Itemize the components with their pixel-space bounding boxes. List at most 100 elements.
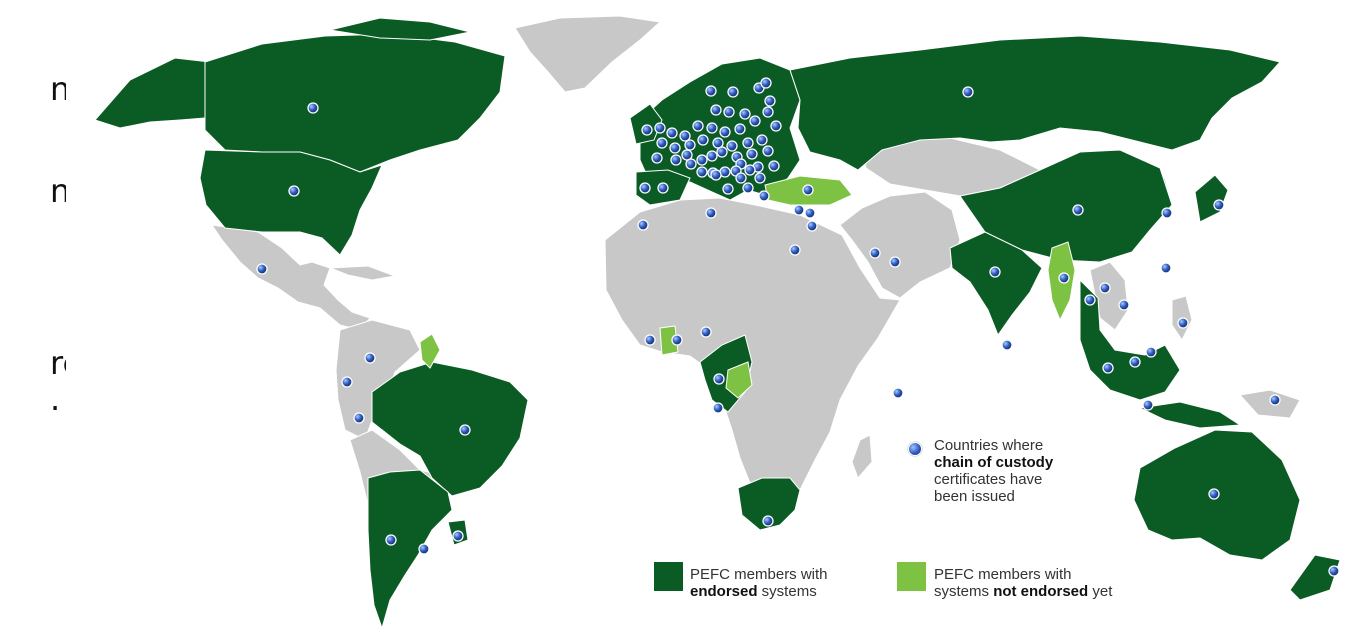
coc-marker-1 (307, 102, 319, 114)
coc-marker-53 (735, 172, 747, 184)
coc-marker-63 (758, 190, 770, 202)
clipped-text-3: re (50, 344, 66, 382)
coc-marker-4 (364, 352, 376, 364)
coc-marker-59 (670, 154, 682, 166)
coc-marker-92 (1129, 356, 1141, 368)
greenland (514, 15, 662, 93)
clipped-text-4: . (50, 380, 61, 418)
coc-marker-12 (654, 122, 666, 134)
legend-coc-line3: certificates have (934, 471, 1043, 488)
coc-marker-38 (696, 154, 708, 166)
coc-marker-89 (1160, 262, 1172, 274)
coc-marker-39 (706, 150, 718, 162)
clipped-left-text: ne ne re . (0, 0, 66, 635)
legend-endorsed-rest: systems (757, 583, 817, 600)
coc-marker-88 (1213, 199, 1225, 211)
coc-marker-95 (1001, 339, 1013, 351)
papua (1239, 389, 1301, 419)
madagascar (851, 434, 873, 479)
ghana (659, 325, 679, 356)
coc-marker-93 (1145, 346, 1157, 358)
coc-marker-65 (804, 207, 816, 219)
land-non-member (210, 15, 1301, 562)
coc-marker-96 (1269, 394, 1281, 406)
south-africa (737, 477, 801, 531)
coc-marker-83 (1058, 272, 1070, 284)
coc-marker-87 (1161, 207, 1173, 219)
legend-coc-line2: chain of custody (934, 454, 1053, 471)
coc-marker-2 (288, 185, 300, 197)
coc-marker-40 (716, 146, 728, 158)
coc-marker-68 (705, 207, 717, 219)
coc-marker-27 (669, 142, 681, 154)
coc-marker-7 (459, 424, 471, 436)
coc-marker-66 (806, 220, 818, 232)
coc-marker-29 (697, 134, 709, 146)
coc-marker-35 (710, 104, 722, 116)
coc-marker-21 (764, 95, 776, 107)
coc-marker-49 (681, 149, 693, 161)
argentina-chile (367, 469, 453, 630)
clipped-text-1: ne (50, 70, 66, 108)
coc-marker-17 (719, 126, 731, 138)
legend-coc-line4: been issued (934, 488, 1015, 505)
coc-marker-8 (385, 534, 397, 546)
arctic-islands (329, 17, 471, 41)
coc-marker-90 (1177, 317, 1189, 329)
coc-marker-10 (452, 530, 464, 542)
coc-marker-37 (723, 106, 735, 118)
coc-marker-11 (641, 124, 653, 136)
coc-marker-20 (762, 106, 774, 118)
legend-endorsed-line2: endorsed systems (690, 583, 828, 600)
coc-marker-6 (353, 412, 365, 424)
coc-marker-60 (685, 158, 697, 170)
coc-marker-97 (1208, 488, 1220, 500)
coc-marker-69 (789, 244, 801, 256)
caribbean (329, 265, 397, 281)
coc-marker-73 (671, 334, 683, 346)
coc-marker-32 (742, 137, 754, 149)
coc-marker-70 (869, 247, 881, 259)
coc-marker-81 (1072, 204, 1084, 216)
legend-not-endorsed: PEFC members with systems not endorsed y… (934, 566, 1112, 600)
new-zealand (1289, 554, 1341, 601)
coc-marker-44 (768, 160, 780, 172)
legend-not-endorsed-bold: not endorsed (993, 583, 1089, 600)
coc-marker-28 (684, 139, 696, 151)
coc-marker-71 (889, 256, 901, 268)
coc-marker-33 (756, 134, 768, 146)
legend-not-endorsed-line1: PEFC members with (934, 566, 1072, 583)
indonesia (1138, 401, 1242, 429)
legend-coc-line1: Countries where (934, 437, 1044, 454)
coc-marker-26 (656, 137, 668, 149)
usa (199, 149, 383, 256)
coc-marker-74 (700, 326, 712, 338)
africa (604, 197, 901, 503)
legend-endorsed: PEFC members with endorsed systems (690, 566, 828, 600)
coc-marker-5 (341, 376, 353, 388)
coc-marker-54 (754, 172, 766, 184)
russia (789, 35, 1281, 171)
legend-not-endorsed-line2: systems not endorsed yet (934, 583, 1112, 600)
gabon (725, 361, 753, 399)
legend-chain-of-custody: Countries where chain of custody certifi… (934, 437, 1053, 505)
legend-swatch-not-endorsed (897, 562, 926, 591)
coc-marker-77 (892, 387, 904, 399)
coc-marker-91 (1102, 362, 1114, 374)
chain-of-custody-markers (256, 77, 1340, 577)
alaska (94, 57, 221, 129)
coc-marker-52 (744, 164, 756, 176)
legend-coc-bold: chain of custody (934, 454, 1054, 471)
legend-endorsed-line1: PEFC members with (690, 566, 828, 583)
coc-marker-30 (712, 137, 724, 149)
coc-marker-72 (644, 334, 656, 346)
mexico-central-america (210, 224, 371, 331)
coc-marker-67 (637, 219, 649, 231)
guyana (419, 333, 441, 369)
coc-marker-64 (793, 204, 805, 216)
coc-marker-82 (989, 266, 1001, 278)
legend-not-endorsed-post: yet (1088, 583, 1113, 600)
coc-marker-56 (722, 183, 734, 195)
coc-marker-14 (679, 130, 691, 142)
coc-marker-50 (696, 166, 708, 178)
